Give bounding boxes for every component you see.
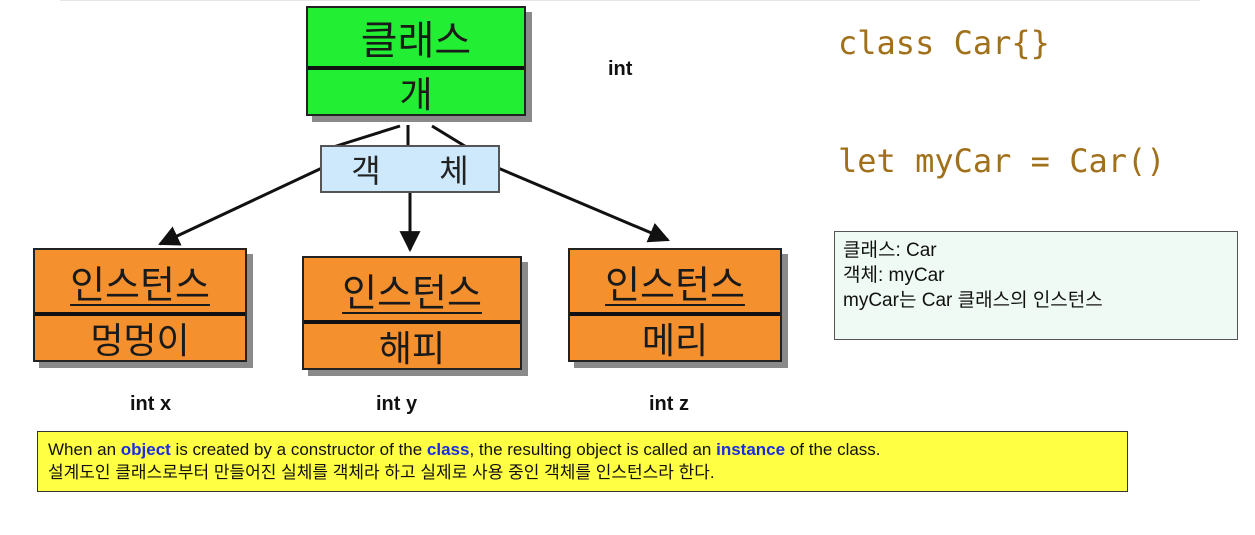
instance-1-name: 멍멍이	[90, 321, 190, 362]
object-char-2: 체	[439, 152, 469, 190]
note-korean: 설계도인 클래스로부터 만들어진 실체를 객체라 하고 실제로 사용 중인 객체…	[48, 463, 715, 482]
instance-2-type: int y	[376, 393, 418, 415]
arrow-to-instance-1	[158, 166, 323, 246]
class-type-label: int	[608, 58, 633, 80]
link-class-right	[431, 124, 469, 150]
instance-2-name: 해피	[378, 329, 446, 370]
link-class-left	[329, 124, 401, 150]
instance-3-title: 인스턴스	[605, 262, 745, 307]
instance-2-title: 인스턴스	[342, 270, 482, 315]
instance-box-1: 인스턴스 멍멍이	[33, 248, 247, 362]
instance-3-type: int z	[649, 393, 689, 415]
info-line-2: 객체: myCar	[843, 265, 945, 286]
object-box: 객 체	[320, 145, 500, 193]
info-box: 클래스: Car 객체: myCar myCar는 Car 클래스의 인스턴스	[834, 231, 1238, 340]
note-keyword-instance: instance	[716, 440, 786, 459]
info-line-1: 클래스: Car	[843, 240, 937, 261]
arrow-to-instance-3	[497, 166, 670, 243]
class-box: 클래스 개	[306, 6, 526, 116]
code-line-instance: let myCar = Car()	[838, 142, 1166, 180]
class-box-name: 개	[399, 75, 433, 116]
instance-3-divider	[570, 312, 780, 316]
instance-box-3: 인스턴스 메리	[568, 248, 782, 362]
note-keyword-class: class	[426, 440, 470, 459]
info-line-3: myCar는 Car 클래스의 인스턴스	[843, 290, 1103, 311]
instance-1-divider	[35, 312, 245, 316]
class-box-divider	[308, 66, 524, 70]
class-box-title: 클래스	[360, 18, 472, 64]
code-line-class: class Car{}	[838, 24, 1050, 62]
definition-note: When an object is created by a construct…	[37, 431, 1128, 492]
note-keyword-object: object	[120, 440, 171, 459]
object-char-1: 객	[351, 152, 381, 190]
top-rule	[60, 0, 1200, 1]
instance-3-name: 메리	[641, 321, 709, 362]
instance-1-type: int x	[130, 393, 172, 415]
instance-1-title: 인스턴스	[70, 262, 210, 307]
instance-box-2: 인스턴스 해피	[302, 256, 522, 370]
instance-2-divider	[304, 320, 520, 324]
note-english: When an object is created by a construct…	[48, 440, 881, 459]
